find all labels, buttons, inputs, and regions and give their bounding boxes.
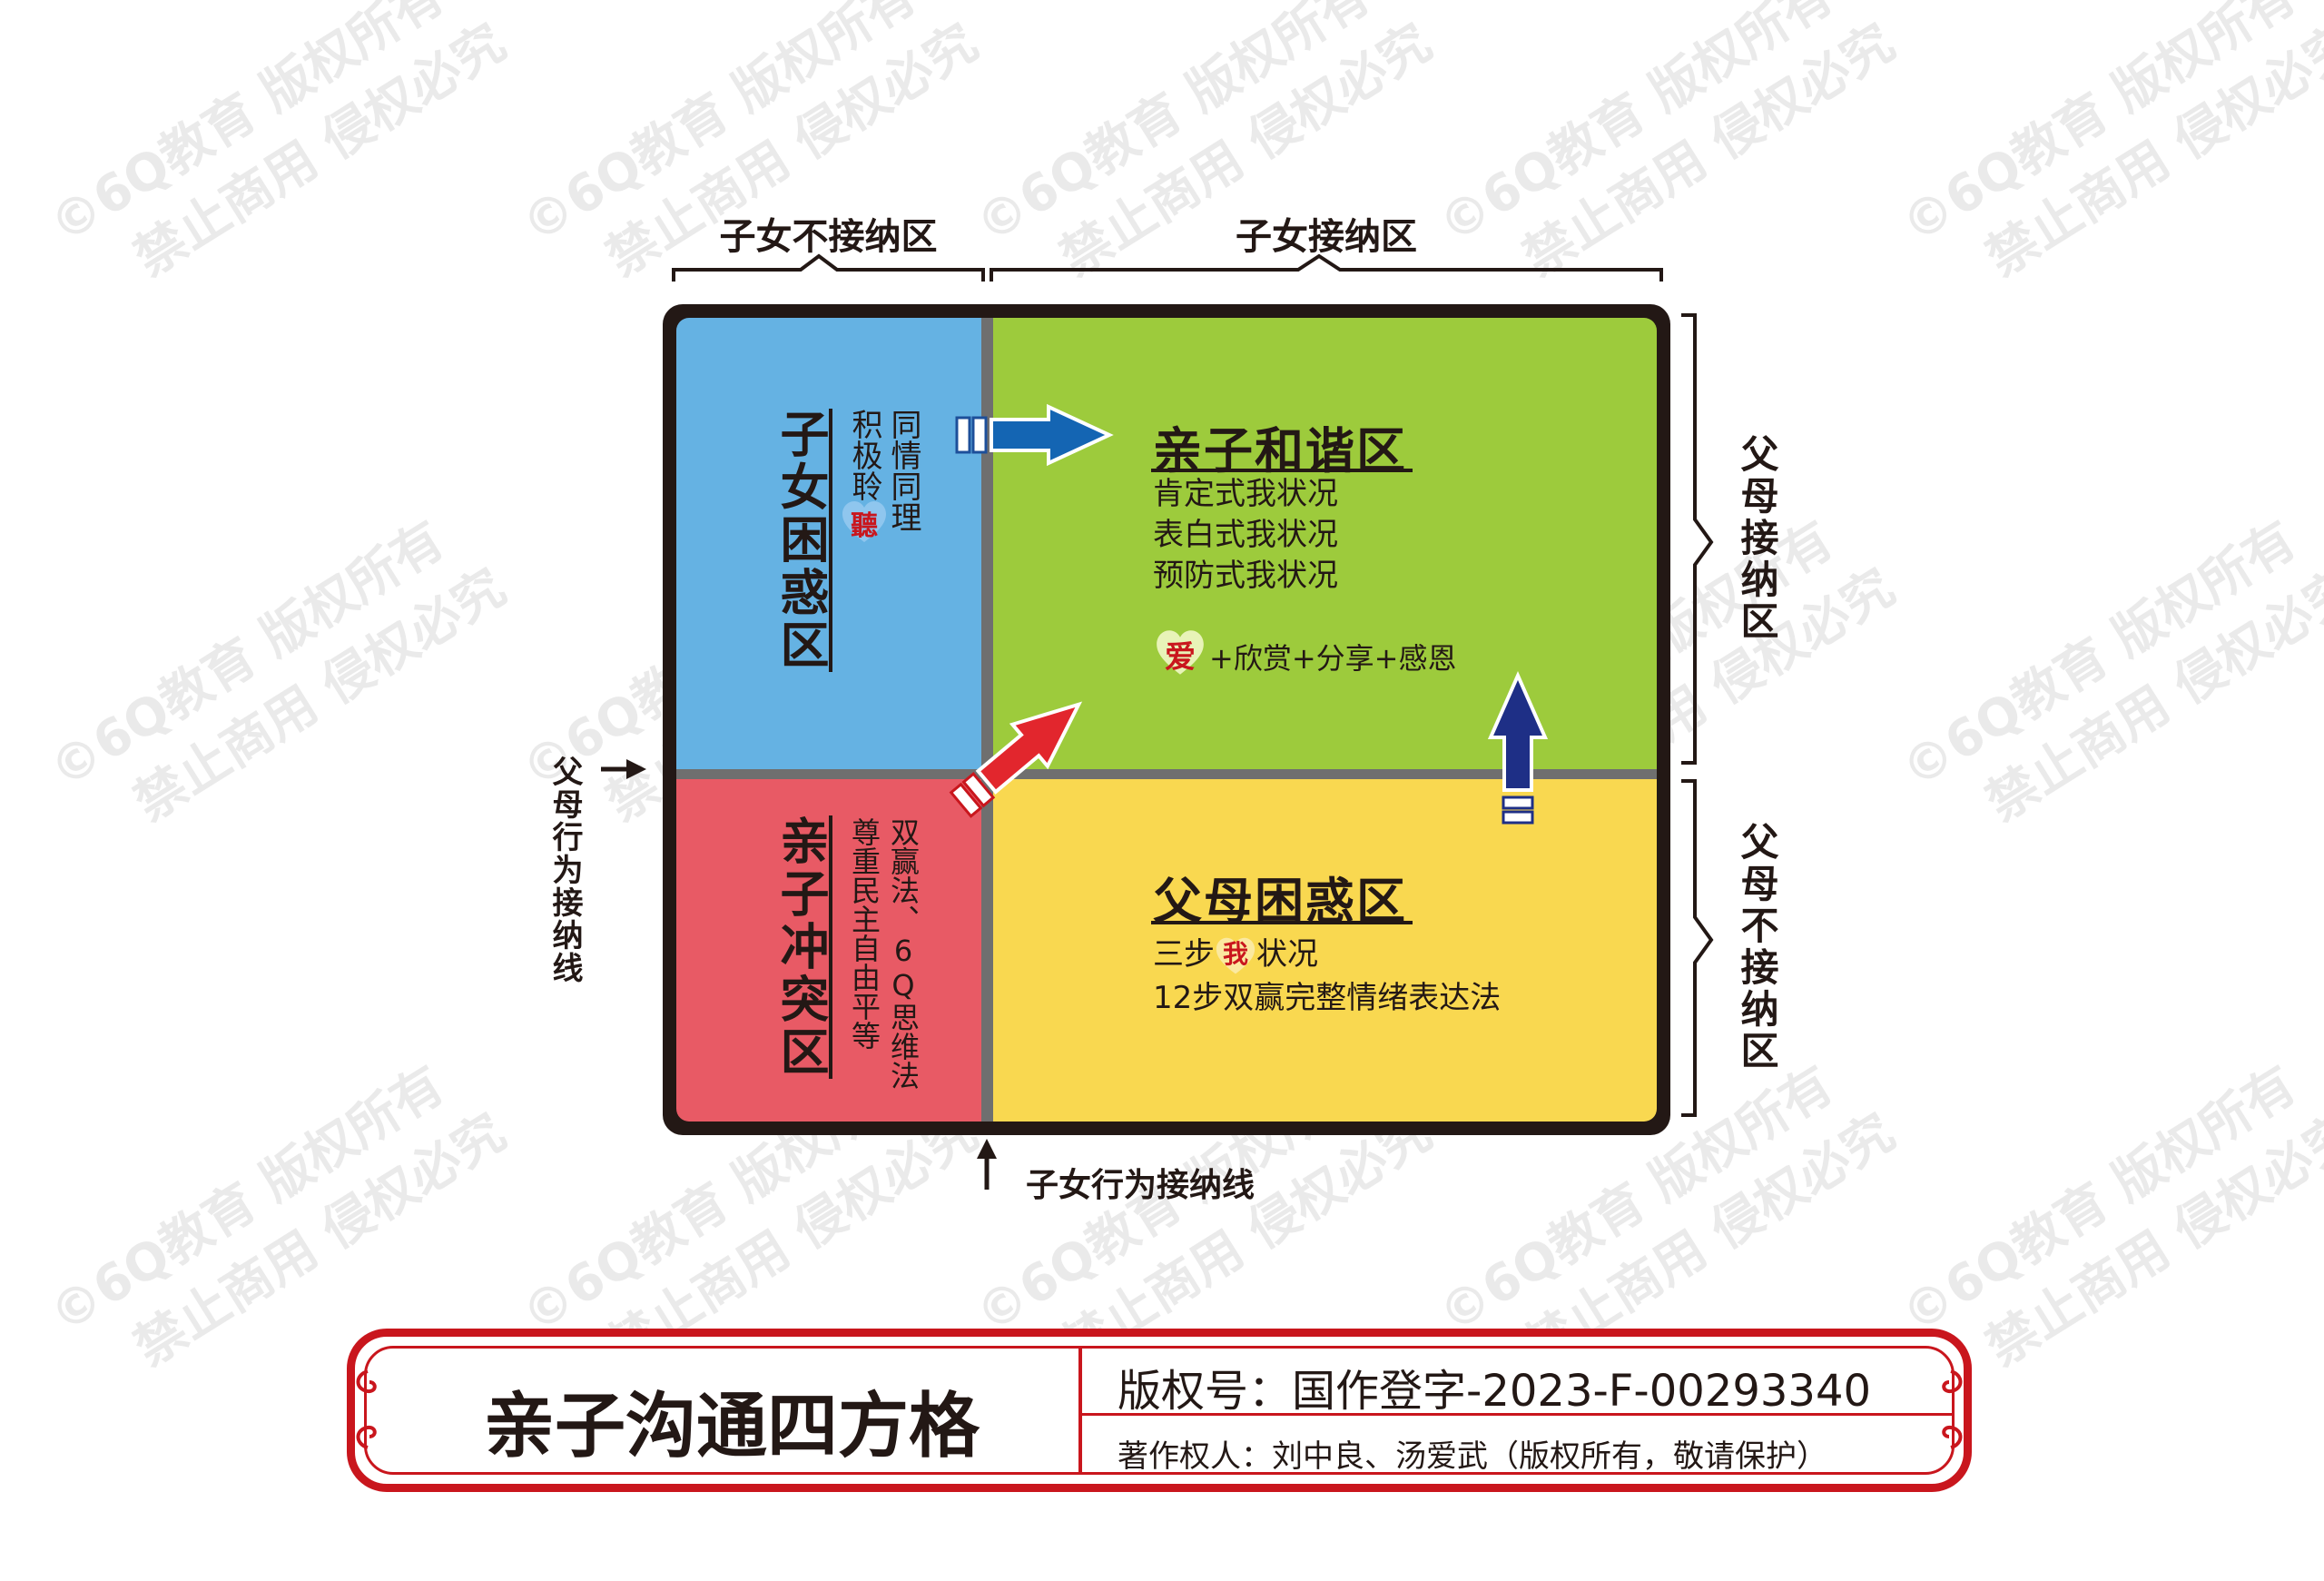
- parent-accept-label: 父母接纳区: [1735, 434, 1779, 643]
- parent-line-label: 父母行为接纳线: [547, 756, 583, 984]
- child-not-accept-label: 子女不接纳区: [719, 216, 938, 258]
- harmony-item: 预防式我状况: [1153, 558, 1338, 594]
- conflict-col2: 尊重民主自由平等: [847, 817, 881, 1050]
- child-confused-col2: 积极聆: [846, 409, 882, 501]
- parent-confused-line1: 三步 我 状况: [1153, 934, 1318, 976]
- conflict-title-underline: [829, 815, 832, 1079]
- heart-char: 聽: [851, 510, 878, 542]
- footer-banner: 亲子沟通四方格 版权号：国作登字-2023-F-00293340 著作权人：刘中…: [347, 1329, 1972, 1492]
- me-heart-icon: 我: [1215, 936, 1256, 976]
- footer-copyright: 版权号：国作登字-2023-F-00293340: [1118, 1366, 1872, 1417]
- harmony-item: 肯定式我状况: [1153, 476, 1338, 512]
- conflict-col1: 双赢法、6Q思维法: [886, 817, 921, 1090]
- parent-confused-quadrant: [993, 779, 1657, 1122]
- heart-icon: 聽: [841, 499, 888, 545]
- parent-confused-title-underline: [1151, 921, 1413, 924]
- right-ornament-icon: [1942, 1369, 1963, 1449]
- title-underline: [829, 409, 832, 672]
- child-confused-title: 子女困惑区: [772, 409, 829, 672]
- harmony-title-underline: [1151, 469, 1413, 472]
- footer-title: 亲子沟通四方格: [483, 1386, 980, 1467]
- harmony-quadrant: [993, 318, 1657, 769]
- footer-authors: 著作权人：刘中良、汤爱武（版权所有，敬请保护）: [1118, 1438, 1827, 1475]
- vertical-divider: [981, 318, 993, 1122]
- love-heart-char: 爱: [1165, 639, 1196, 676]
- parent-confused-title: 父母困惑区: [1153, 873, 1407, 930]
- blue-arrow-icon: [955, 403, 1114, 467]
- horizontal-divider: [676, 769, 1657, 779]
- harmony-items: 肯定式我状况 表白式我状况 预防式我状况: [1153, 474, 1338, 597]
- child-line-label: 子女行为接纳线: [1026, 1167, 1256, 1204]
- line1-prefix: 三步: [1153, 936, 1215, 973]
- conflict-title: 亲子冲突区: [772, 815, 829, 1079]
- love-heart-icon: 爱: [1155, 628, 1206, 677]
- footer-divider: [1078, 1348, 1082, 1474]
- child-line-arrow-icon: [977, 1139, 997, 1190]
- parent-confused-line2: 12步双赢完整情绪表达法: [1153, 980, 1502, 1016]
- footer-inner-border: [364, 1346, 1955, 1475]
- love-suffix: +欣赏+分享+感恩: [1209, 641, 1457, 676]
- parent-not-accept-label: 父母不接纳区: [1735, 822, 1779, 1072]
- navy-arrow-icon: [1487, 671, 1549, 825]
- footer-hline: [1080, 1413, 1954, 1416]
- red-arrow-icon: [949, 701, 1083, 818]
- child-confused-col1: 同情同理: [885, 409, 921, 532]
- parent-line-arrow-icon: [601, 759, 646, 779]
- harmony-item: 表白式我状况: [1153, 517, 1338, 553]
- child-accept-label: 子女接纳区: [1236, 216, 1417, 258]
- left-ornament-icon: [356, 1369, 377, 1449]
- me-heart-char: 我: [1222, 938, 1248, 969]
- line1-suffix: 状况: [1256, 936, 1318, 973]
